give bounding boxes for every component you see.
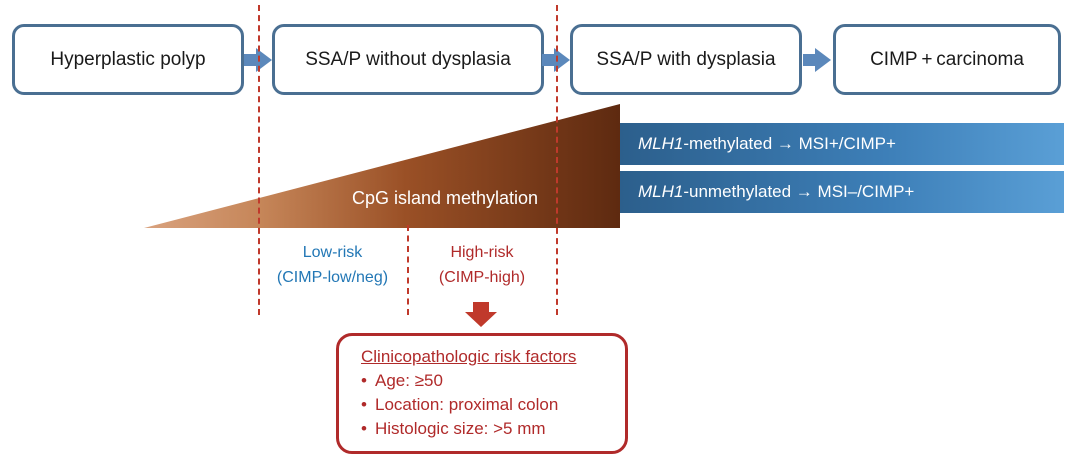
- gene-name: MLH1: [638, 182, 684, 201]
- progression-arrow-icon: [542, 48, 570, 72]
- risk-factors-box: Clinicopathologic risk factors • Age: ≥50…: [336, 333, 628, 454]
- stage-label: SSA/P without dysplasia: [305, 48, 511, 70]
- risk-factor-item: • Age: ≥50: [361, 369, 625, 393]
- stage-label: Hyperplastic polyp: [50, 48, 206, 70]
- stage-ssap-with-dysplasia: SSA/P with dysplasia: [570, 24, 802, 95]
- gene-name: MLH1: [638, 134, 684, 153]
- bullet-icon: •: [361, 395, 367, 414]
- risk-factor-text: Age: ≥50: [375, 371, 443, 390]
- stage-cimp-carcinoma: CIMP + carcinoma: [833, 24, 1061, 95]
- msi-bar-mlh1-methylated: MLH1-methylated → MSI+/CIMP+: [620, 123, 1064, 165]
- progression-arrow-icon: [803, 48, 831, 72]
- risk-factor-item: • Histologic size: >5 mm: [361, 417, 625, 441]
- stage-hyperplastic-polyp: Hyperplastic polyp: [12, 24, 244, 95]
- msi-bar-text: -unmethylated → MSI–/CIMP+: [683, 182, 915, 201]
- stage-label: SSA/P with dysplasia: [596, 48, 776, 70]
- stage-label: CIMP + carcinoma: [870, 48, 1024, 70]
- bullet-icon: •: [361, 419, 367, 438]
- risk-factors-title: Clinicopathologic risk factors: [361, 347, 577, 366]
- down-arrow-icon: [465, 302, 497, 327]
- high-risk-subtitle: (CIMP-high): [438, 269, 526, 286]
- stage-ssap-without-dysplasia: SSA/P without dysplasia: [272, 24, 544, 95]
- high-risk-title: High-risk: [450, 244, 514, 261]
- wedge-shape: [144, 104, 620, 228]
- risk-factor-text: Location: proximal colon: [375, 395, 559, 414]
- risk-factor-text: Histologic size: >5 mm: [375, 419, 546, 438]
- msi-bar-mlh1-unmethylated: MLH1-unmethylated → MSI–/CIMP+: [620, 171, 1064, 213]
- low-risk-subtitle: (CIMP-low/neg): [276, 269, 389, 286]
- wedge-label: CpG island methylation: [351, 188, 539, 208]
- bullet-icon: •: [361, 371, 367, 390]
- risk-divider-dashed: [407, 225, 409, 315]
- progression-arrow-icon: [244, 48, 272, 72]
- stage-divider-dashed: [258, 5, 260, 315]
- stage-divider-dashed: [556, 5, 558, 315]
- risk-factor-item: • Location: proximal colon: [361, 393, 625, 417]
- low-risk-label: Low-risk (CIMP-low/neg): [258, 240, 407, 290]
- msi-bar-text: -methylated → MSI+/CIMP+: [683, 134, 896, 153]
- high-risk-label: High-risk (CIMP-high): [407, 240, 557, 290]
- low-risk-title: Low-risk: [302, 244, 363, 261]
